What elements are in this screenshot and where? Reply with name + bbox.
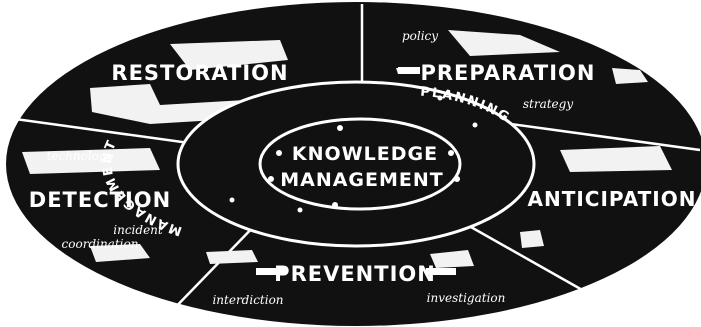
- note-incident: incident: [113, 223, 163, 237]
- note-strategy: strategy: [523, 97, 573, 111]
- segment-dividers: [7, 4, 701, 319]
- segment-label-detection: DETECTION: [29, 188, 171, 212]
- core-dots: [268, 125, 460, 208]
- core-title-line-2: MANAGEMENT: [280, 169, 444, 191]
- segment-label-preparation: PREPARATION: [421, 61, 596, 85]
- core-ellipse: [258, 117, 462, 211]
- note-technology: technology: [47, 149, 114, 163]
- note-investigation: investigation: [427, 291, 506, 305]
- segment-label-restoration: RESTORATION: [111, 61, 288, 85]
- core-title-line-1: KNOWLEDGE: [292, 143, 438, 165]
- note-policy: policy: [402, 29, 438, 43]
- ring-dots: [229, 95, 478, 213]
- note-coordination: coordination: [62, 237, 139, 251]
- segment-label-prevention: PREVENTION: [274, 262, 436, 286]
- note-interdiction: interdiction: [212, 293, 283, 307]
- segment-label-anticipation: ANTICIPATION: [528, 187, 697, 211]
- label-dashes: [256, 67, 456, 275]
